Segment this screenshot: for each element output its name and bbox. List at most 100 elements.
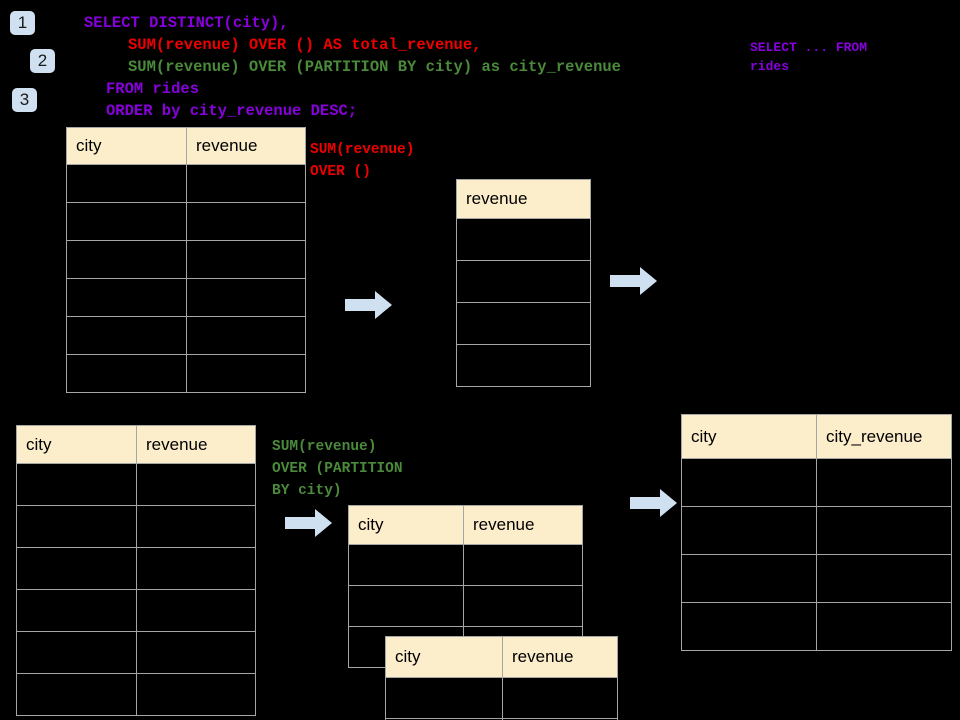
table-cell — [186, 316, 306, 355]
table-cell — [136, 505, 256, 548]
table-cell — [16, 631, 137, 674]
column-header-city: city — [681, 414, 817, 459]
table-row — [16, 463, 256, 506]
arrow-source-to-total — [345, 290, 393, 320]
table-cell — [681, 554, 817, 603]
arrow-total-to-result — [610, 266, 658, 296]
table-cell — [186, 240, 306, 279]
table-cell — [16, 505, 137, 548]
arrow-right-icon — [610, 267, 657, 295]
sql-line-3: SUM(revenue) OVER (PARTITION BY city) as… — [128, 58, 621, 76]
table-row — [66, 278, 306, 317]
table-cell — [136, 589, 256, 632]
table-cell — [186, 354, 306, 393]
column-header-city: city — [385, 636, 503, 678]
table-header-row: revenue — [456, 179, 591, 219]
table-row — [348, 585, 583, 627]
column-header-city: city — [348, 505, 464, 545]
table-cell — [348, 585, 464, 627]
table-row — [66, 240, 306, 279]
table-cell — [66, 316, 187, 355]
column-header-revenue: revenue — [136, 425, 256, 464]
arrow-source-to-partition — [285, 508, 333, 538]
annot-sum-over-partition: SUM(revenue) OVER (PARTITION BY city) — [272, 439, 403, 499]
arrow-right-icon — [345, 291, 392, 319]
table-cell — [136, 673, 256, 716]
table-cell — [16, 463, 137, 506]
table-cell — [816, 506, 952, 555]
table-cell — [385, 677, 503, 719]
sql-line-1: SELECT DISTINCT(city), — [84, 14, 289, 32]
table-row — [16, 547, 256, 590]
column-header-city: city — [66, 127, 187, 165]
table-row — [456, 344, 591, 387]
table-cell — [16, 589, 137, 632]
table-row — [681, 458, 952, 507]
table-cell — [136, 463, 256, 506]
table-cell — [816, 554, 952, 603]
sql-line-2: SUM(revenue) OVER () AS total_revenue, — [128, 36, 482, 54]
column-header-revenue: revenue — [502, 636, 618, 678]
table-cell — [681, 602, 817, 651]
step-badge-1: 1 — [10, 11, 35, 35]
table-cell — [66, 164, 187, 203]
sql-line-5: ORDER by city_revenue DESC; — [106, 102, 358, 120]
table-cell — [681, 506, 817, 555]
table-cell — [816, 602, 952, 651]
table-row — [16, 505, 256, 548]
column-header-revenue: revenue — [186, 127, 306, 165]
table-cell — [816, 458, 952, 507]
table-total-revenue: revenue — [456, 179, 591, 387]
table-cell — [456, 218, 591, 261]
arrow-partition-to-result — [630, 488, 678, 518]
column-header-revenue: revenue — [463, 505, 583, 545]
table-row — [66, 316, 306, 355]
arrow-right-icon — [630, 489, 677, 517]
table-cell — [66, 278, 187, 317]
table-cell — [186, 278, 306, 317]
table-row — [16, 631, 256, 674]
table-row — [681, 602, 952, 651]
table-row — [385, 677, 618, 719]
table-cell — [16, 673, 137, 716]
table-cell — [456, 344, 591, 387]
annot-sum-over-empty: SUM(revenue) OVER () — [310, 142, 415, 180]
table-cell — [463, 544, 583, 586]
table-cell — [348, 544, 464, 586]
table-row — [456, 260, 591, 303]
table-row — [681, 506, 952, 555]
table-cell — [66, 202, 187, 241]
table-row — [456, 218, 591, 261]
table-cell — [66, 240, 187, 279]
table-cell — [502, 677, 618, 719]
table-cell — [502, 718, 618, 720]
step-badge-2: 2 — [30, 49, 55, 73]
table-cell — [186, 202, 306, 241]
table-row — [16, 673, 256, 716]
table-cell — [66, 354, 187, 393]
table-row — [16, 589, 256, 632]
table-cell — [136, 631, 256, 674]
arrow-right-icon — [285, 509, 332, 537]
column-header-city_revenue: city_revenue — [816, 414, 952, 459]
annot-select-from-rides: SELECT ... FROM rides — [750, 40, 868, 74]
sql-line-4: FROM rides — [106, 80, 200, 98]
table-cell — [681, 458, 817, 507]
table-row — [66, 202, 306, 241]
table-cell — [456, 302, 591, 345]
table-row — [681, 554, 952, 603]
table-row — [66, 164, 306, 203]
table-cell — [456, 260, 591, 303]
column-header-revenue: revenue — [456, 179, 591, 219]
table-cell — [186, 164, 306, 203]
